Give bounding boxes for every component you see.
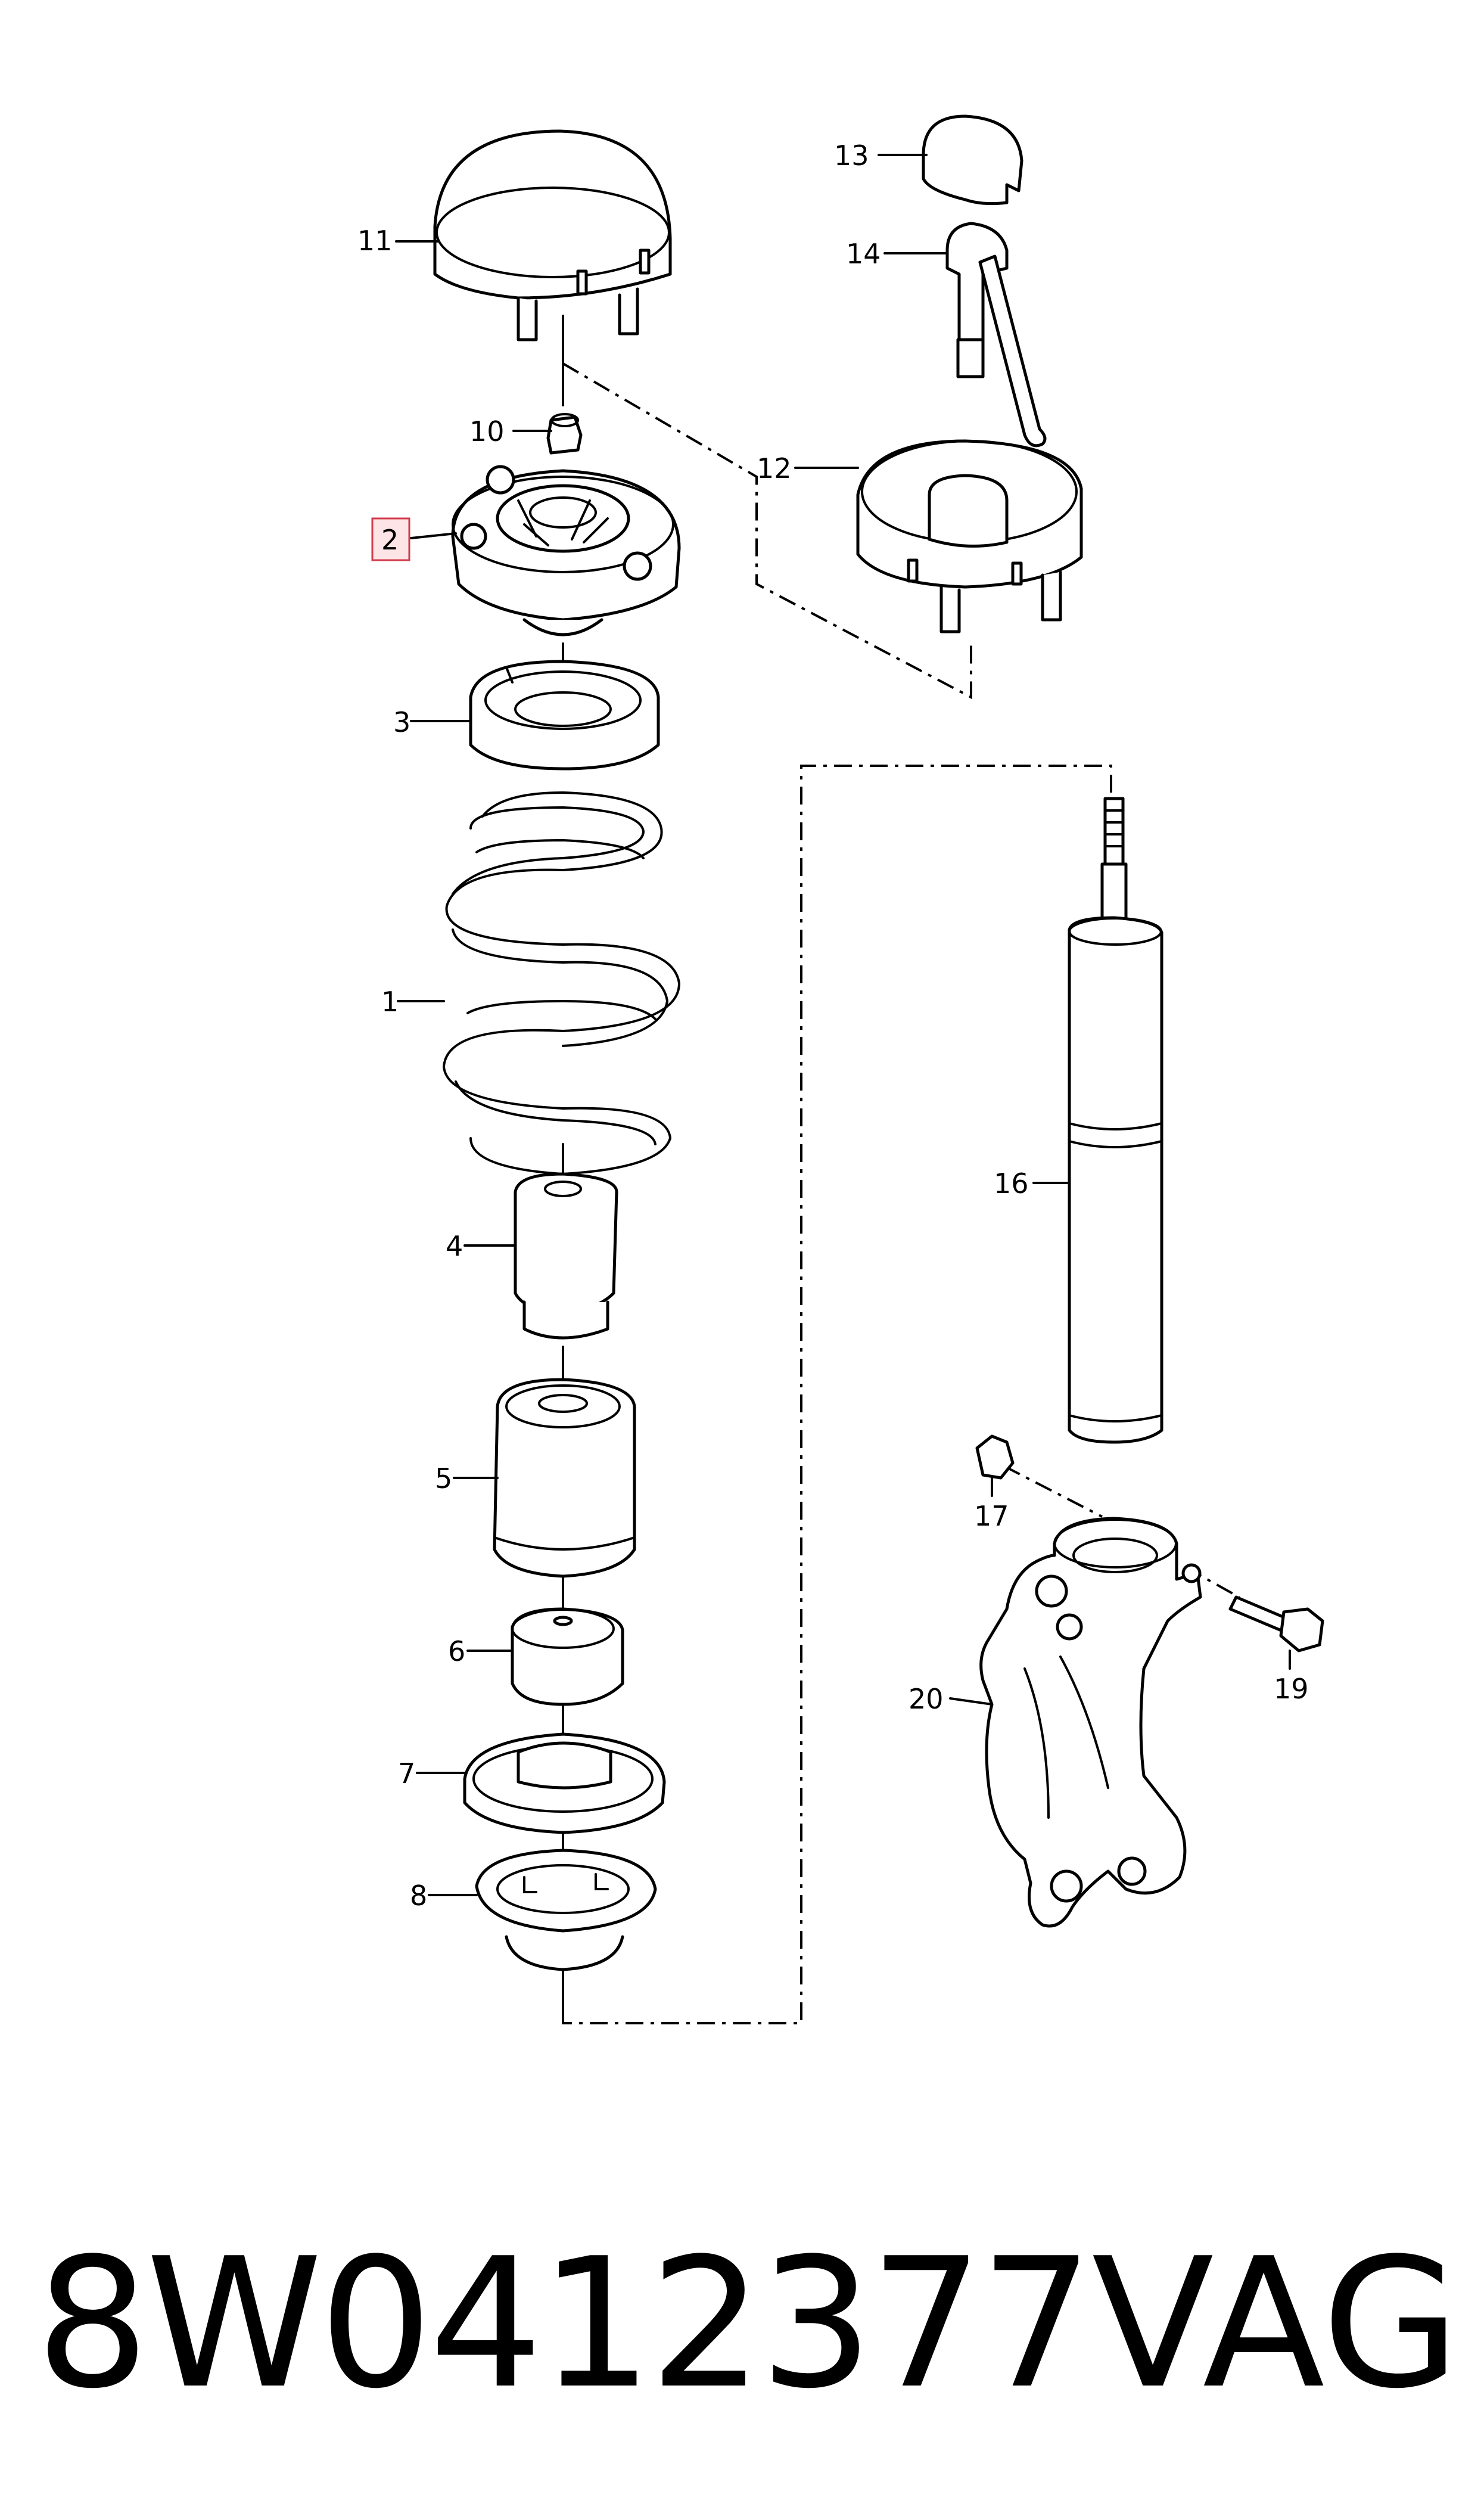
callout-3: 3 — [393, 706, 410, 738]
part-4-bump-stop — [514, 1172, 618, 1340]
callout-8: 8 — [410, 1880, 427, 1912]
leader-lines — [395, 154, 1291, 1896]
part-14-sensor-link — [945, 222, 1047, 448]
part-3-spring-seat — [469, 660, 660, 771]
part-20-wheel-carrier — [979, 1517, 1202, 1928]
callout-5: 5 — [435, 1462, 452, 1495]
part-7-spring-plate — [463, 1732, 666, 1834]
part-16-shock-absorber — [1068, 797, 1163, 1444]
part-13-sensor-cap — [922, 114, 1023, 206]
callout-17: 17 — [974, 1500, 1009, 1532]
part-17-nut — [975, 1434, 1015, 1480]
part-1-coil-spring — [442, 791, 681, 1176]
exploded-parts-diagram: 11 10 2 3 1 4 5 6 7 8 12 13 14 16 17 19 … — [357, 114, 1324, 2024]
part-2-strut-mount — [451, 465, 681, 636]
callout-11: 11 — [357, 225, 393, 257]
brand-name: VAG — [1091, 2220, 1460, 2428]
callout-10: 10 — [469, 415, 505, 448]
highlight-box — [371, 517, 410, 561]
part-5-dust-boot — [493, 1378, 636, 1578]
callout-13: 13 — [834, 139, 869, 172]
footer: 8W0412377 VAG — [0, 2205, 1484, 2443]
callout-14: 14 — [846, 238, 881, 270]
part-number: 8W0412377 — [36, 2220, 1094, 2428]
part-11-cap — [433, 129, 672, 341]
callout-19: 19 — [1274, 1673, 1309, 1705]
callout-16: 16 — [994, 1167, 1029, 1200]
callout-1: 1 — [381, 986, 399, 1018]
part-6-rubber-stop — [511, 1607, 624, 1706]
callout-6: 6 — [448, 1635, 465, 1667]
callout-7: 7 — [398, 1757, 415, 1790]
callout-20: 20 — [909, 1683, 944, 1715]
callout-labels: 11 10 2 3 1 4 5 6 7 8 12 13 14 16 17 19 … — [357, 139, 1309, 1912]
callout-12: 12 — [757, 452, 792, 484]
part-8-lower-seat — [475, 1849, 657, 1971]
part-10-nut — [546, 413, 583, 455]
part-19-bolt — [1228, 1595, 1324, 1653]
callout-2[interactable]: 2 — [381, 524, 399, 556]
part-12-stop-cup — [856, 439, 1083, 633]
callout-4: 4 — [446, 1230, 463, 1262]
